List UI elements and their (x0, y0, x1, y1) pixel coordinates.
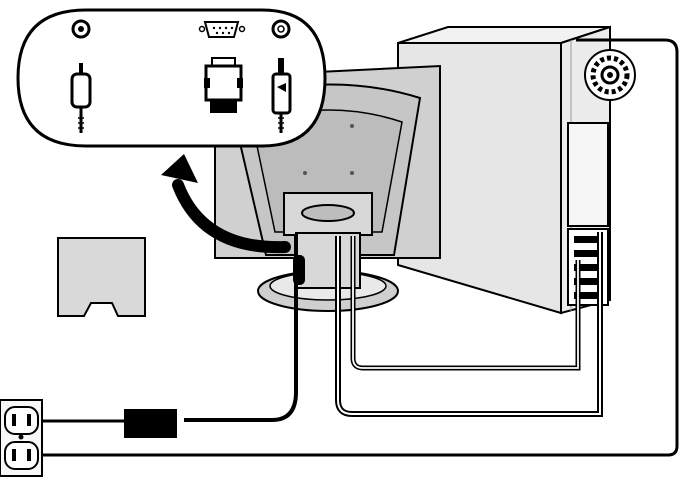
audio-jack-icon (271, 19, 291, 39)
vga-port-icon (198, 21, 246, 38)
vga-plug-icon (204, 57, 243, 113)
monitor-power-cable (184, 234, 305, 422)
power-adapter (40, 409, 177, 438)
computer-power-cable (40, 38, 679, 457)
rotation-arrow-icon (161, 154, 291, 254)
wall-outlet (0, 399, 43, 477)
power-plug-icon (70, 63, 92, 133)
fan-icon (584, 49, 636, 101)
monitor-stand-cover (57, 237, 146, 317)
vga-cable (335, 232, 603, 417)
audio-jack-icon (71, 19, 91, 39)
connector-callout (16, 8, 327, 148)
audio-cable (350, 236, 581, 371)
audio-plug-icon (271, 58, 292, 133)
